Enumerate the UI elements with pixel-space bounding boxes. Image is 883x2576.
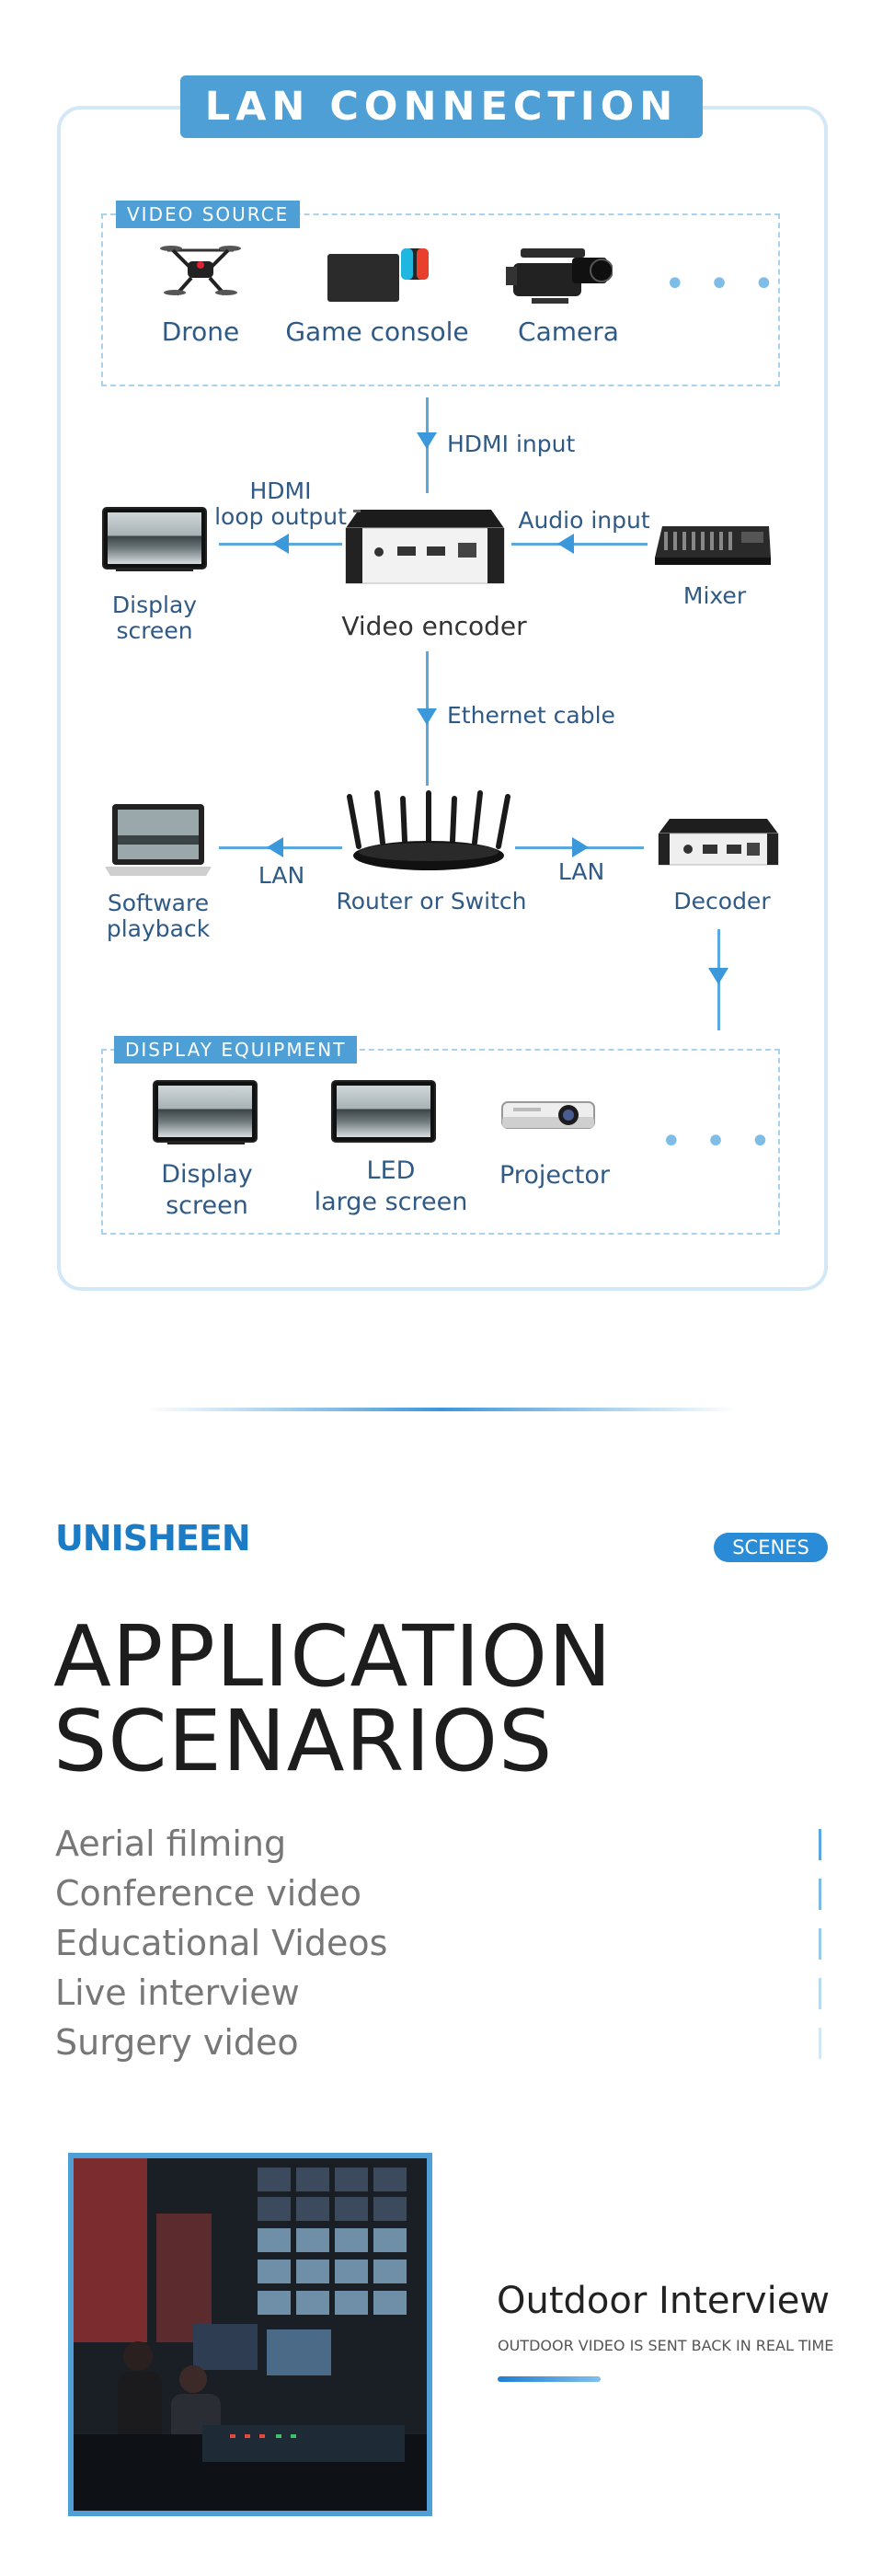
hdmi-input-label: HDMI input: [447, 431, 576, 457]
camera-label: Camera: [518, 316, 619, 347]
software-playback-label: Software playback: [90, 891, 226, 942]
scenario-item-conference: Conference video: [55, 1873, 362, 1914]
decoder-label: Decoder: [673, 888, 771, 914]
scenario-indicator-4: [819, 1978, 821, 2009]
software-playback-line1: Software: [107, 890, 210, 916]
lan-left-label: LAN: [258, 862, 305, 889]
projector-icon: [500, 1097, 596, 1133]
lan-right-label: LAN: [557, 858, 605, 885]
led-line1: LED: [366, 1156, 416, 1185]
section-divider: [147, 1408, 736, 1411]
featured-scenario-title: Outdoor Interview: [497, 2280, 831, 2322]
scenario-item-educational: Educational Videos: [55, 1923, 388, 1963]
software-playback-line2: playback: [106, 915, 211, 942]
tv-stand-2: [167, 1141, 245, 1144]
display-equipment-box: [101, 1049, 780, 1235]
decoder-icon: [655, 815, 782, 872]
mixer-icon: [653, 523, 773, 569]
encoder-icon: [342, 504, 508, 591]
display-equip-line2: screen: [166, 1191, 248, 1220]
title-line1: APPLICATION: [53, 1607, 613, 1706]
scenario-indicator-3: [819, 1928, 821, 1960]
scenario-indicator-5: [819, 2028, 821, 2059]
display-screen-line2: screen: [116, 617, 193, 644]
display-screen-label: Display screen: [88, 592, 221, 644]
router-label: Router or Switch: [336, 888, 527, 914]
led-large-screen-label: LED large screen: [304, 1156, 478, 1218]
hdmi-loop-output-label: HDMI loop output: [212, 478, 350, 530]
scenes-badge: SCENES: [714, 1533, 828, 1562]
hdmi-loop-line1: HDMI: [249, 477, 312, 504]
control-room-photo: [68, 2153, 432, 2516]
hdmi-input-arrow: [417, 432, 437, 449]
led-screen-icon: [333, 1082, 434, 1141]
audio-input-arrow: [557, 534, 574, 554]
more-displays-indicator: • • •: [660, 1121, 777, 1163]
featured-scenario-subtitle: OUTDOOR VIDEO IS SENT BACK IN REAL TIME: [498, 2337, 834, 2354]
camera-icon: [504, 241, 614, 305]
game-console-label: Game console: [285, 316, 469, 347]
game-console-icon: [324, 247, 434, 304]
hdmi-loop-line2: loop output: [214, 503, 347, 530]
display-equipment-display-label: Display screen: [138, 1159, 276, 1222]
scenario-indicator-2: [819, 1879, 821, 1910]
lan-connection-title: LAN CONNECTION: [180, 75, 703, 138]
display-equipment-tag: DISPLAY EQUIPMENT: [114, 1036, 358, 1064]
projector-label: Projector: [499, 1161, 610, 1190]
title-line2: SCENARIOS: [53, 1692, 554, 1790]
lan-right-arrow: [572, 837, 589, 857]
display-screen-tv-icon-2: [155, 1082, 256, 1141]
drone-label: Drone: [161, 316, 240, 347]
application-scenarios-title: APPLICATION SCENARIOS: [53, 1615, 613, 1784]
scenario-item-aerial: Aerial filming: [55, 1823, 287, 1864]
audio-input-label: Audio input: [518, 507, 650, 534]
drone-icon: [158, 237, 243, 302]
more-sources-indicator: • • •: [664, 263, 781, 305]
mixer-label: Mixer: [682, 582, 747, 609]
unisheen-logo: UNISHEEN: [55, 1518, 251, 1558]
display-screen-tv-icon: [104, 509, 205, 568]
video-source-tag: VIDEO SOURCE: [116, 201, 301, 228]
display-equip-line1: Display: [161, 1160, 253, 1189]
scenario-item-live-interview: Live interview: [55, 1972, 300, 2013]
ethernet-cable-arrow: [417, 708, 437, 725]
scenario-item-surgery: Surgery video: [55, 2022, 299, 2063]
led-line2: large screen: [314, 1188, 468, 1216]
video-source-box: [101, 213, 780, 386]
ethernet-cable-label: Ethernet cable: [447, 702, 615, 729]
laptop-icon: [103, 802, 213, 880]
router-icon: [346, 789, 511, 874]
scenario-indicator-1: [819, 1829, 821, 1860]
video-encoder-label: Video encoder: [341, 611, 527, 641]
featured-scenario-underline: [498, 2376, 601, 2382]
hdmi-loop-arrow: [272, 534, 289, 554]
display-screen-line1: Display: [111, 592, 198, 618]
lan-left-arrow: [267, 837, 283, 857]
decoder-output-arrow: [708, 968, 728, 984]
audio-input-line: [511, 543, 648, 546]
tv-stand: [116, 568, 193, 571]
